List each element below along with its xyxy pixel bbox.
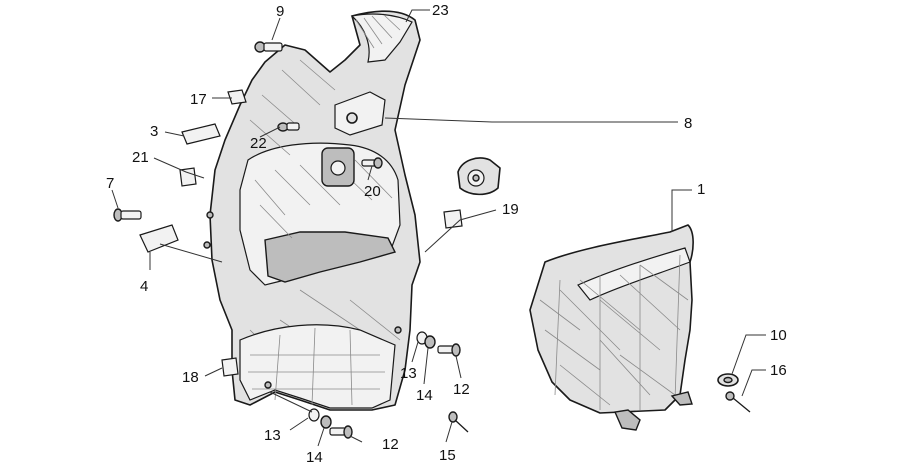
clip-part-21 [179,167,197,187]
callout-labels: 23 9 17 3 22 21 20 7 4 8 19 1 18 13 14 1… [106,2,787,465]
bracket-part-3 [181,123,221,145]
callout-17: 17 [190,91,207,108]
callout-12-lower: 12 [382,436,399,453]
nut-part-14-upper [424,335,436,349]
callout-4: 4 [140,278,148,295]
lock-cover-part [457,157,501,196]
callout-14-upper: 14 [416,387,433,404]
screw-part-20 [361,157,383,169]
callout-8: 8 [684,115,692,132]
callout-22: 22 [250,135,267,152]
screw-part-12-lower [329,425,353,439]
nut-part-14-lower [320,415,332,429]
callout-3: 3 [150,123,158,140]
callout-13-lower: 13 [264,427,281,444]
callout-7: 7 [106,175,114,192]
callout-1: 1 [697,181,705,198]
pin-part-16 [725,391,751,413]
clip-part-18 [221,357,239,377]
grommet-part-10 [717,373,739,387]
glove-box-door [529,224,694,431]
leg-shield-front-panel [203,10,421,411]
callout-9: 9 [276,3,284,20]
callout-19: 19 [502,201,519,218]
callout-12-upper: 12 [453,381,470,398]
screw-part-22 [277,122,300,132]
clip-part-19 [443,209,463,229]
callout-16: 16 [770,362,787,379]
callout-23: 23 [432,2,449,19]
callout-14-lower: 14 [306,449,323,465]
callout-10: 10 [770,327,787,344]
callout-18: 18 [182,369,199,386]
callout-15: 15 [439,447,456,464]
bracket-part-4 [139,224,179,253]
callout-13-upper: 13 [400,365,417,382]
callout-20: 20 [364,183,381,200]
clip-part-17 [227,89,247,105]
callout-21: 21 [132,149,149,166]
leader-lines [111,9,766,447]
pin-part-15 [448,411,469,433]
screw-part-12-upper [437,343,461,357]
screw-part-9 [254,41,283,53]
screw-part-7 [113,208,142,222]
